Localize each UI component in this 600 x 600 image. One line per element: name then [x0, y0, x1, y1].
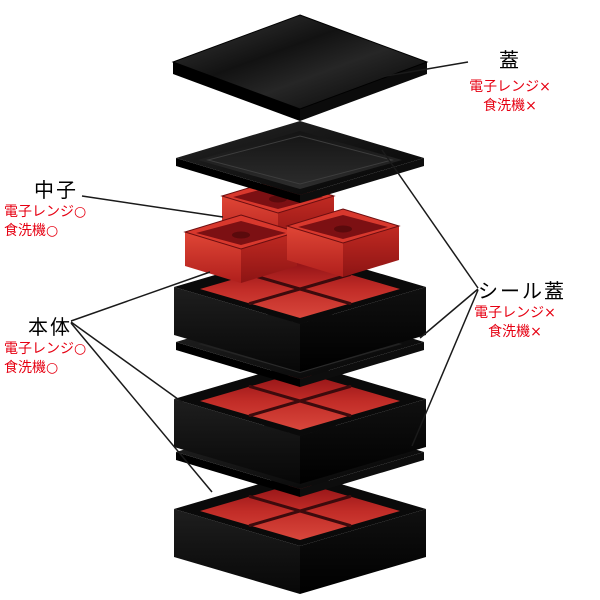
seal-lid-notes: 電子レンジ× 食洗機×	[450, 304, 580, 342]
seal3-edge	[176, 452, 300, 497]
leader-line-seal-1	[381, 149, 479, 289]
box3-left-wall	[174, 509, 300, 594]
body-label: 本体	[28, 315, 72, 339]
cup-knob	[232, 231, 250, 239]
seal3-edge	[300, 452, 424, 497]
body-note-line: 食洗機○	[4, 360, 59, 376]
leader-line-body-2	[70, 321, 183, 403]
inner-cups-notes: 電子レンジ○ 食洗機○	[4, 203, 86, 241]
leader-line-body-3	[70, 322, 213, 493]
lid-label: 蓋	[499, 48, 521, 72]
seal1-lip	[206, 135, 394, 185]
box1-divider	[248, 273, 352, 305]
box2-divider	[248, 385, 352, 417]
lid-edge	[300, 62, 427, 121]
seal2-edge	[300, 342, 424, 387]
cup-knob	[334, 225, 352, 233]
seal1-edge	[300, 158, 424, 203]
leader-line-inner-cups	[81, 195, 224, 218]
leader-line-seal-3	[411, 289, 479, 447]
body-notes: 電子レンジ○ 食洗機○	[4, 340, 86, 378]
body-box-3-part	[174, 472, 426, 594]
leader-line-lid	[379, 61, 469, 78]
body-note-line: 電子レンジ○	[4, 341, 87, 357]
box3-right-wall	[300, 509, 426, 594]
box3-divider	[248, 495, 352, 527]
inner-cup-front-left	[183, 214, 299, 283]
inner-cup-front-right	[285, 208, 401, 277]
lid-notes: 電子レンジ× 食洗機×	[445, 78, 575, 116]
leader-line-body-1	[70, 271, 211, 322]
leader-line-seal-2	[419, 288, 479, 339]
inner-cups-label: 中子	[34, 178, 78, 202]
seal-lid-note-line: 食洗機×	[488, 324, 542, 340]
seal1-floor	[198, 131, 402, 189]
inner-cups-note-line: 食洗機○	[4, 223, 59, 239]
inner-cups-note-line: 電子レンジ○	[4, 204, 87, 220]
box2-left-wall	[174, 399, 300, 484]
body-box-2-part	[174, 362, 426, 484]
seal-lid-1-part	[176, 121, 424, 203]
lid-part	[171, 14, 429, 121]
seal2-edge	[176, 342, 300, 387]
box1-right-wall	[300, 287, 426, 372]
lid-note-line: 食洗機×	[483, 98, 537, 114]
box1-left-wall	[174, 287, 300, 372]
box2-right-wall	[300, 399, 426, 484]
lid-top-face	[171, 14, 429, 110]
lid-note-line: 電子レンジ×	[469, 79, 551, 95]
seal1-edge	[176, 158, 300, 203]
lid-edge	[173, 62, 300, 121]
seal-lid-label: シール蓋	[478, 279, 566, 303]
leader-lines	[70, 61, 479, 493]
seal-lid-note-line: 電子レンジ×	[474, 305, 556, 321]
